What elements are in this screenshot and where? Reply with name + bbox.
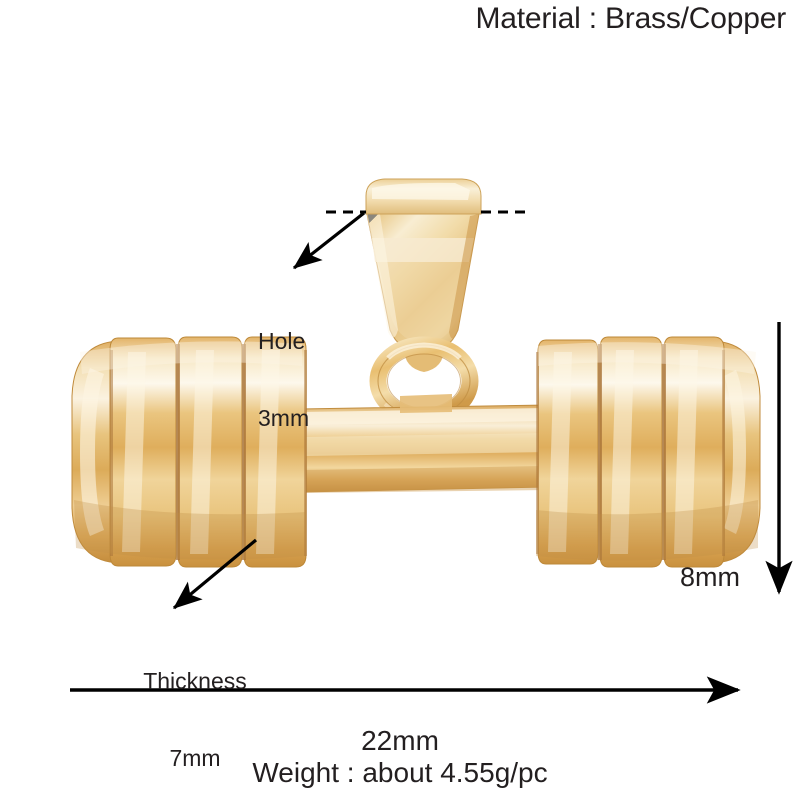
width-dimension-label: 22mm bbox=[361, 725, 439, 756]
thickness-annotation-line1: Thickness bbox=[143, 667, 247, 694]
hole-annotation-line1: Hole bbox=[258, 327, 306, 354]
weight-label: Weight : about 4.55g/pc bbox=[252, 757, 548, 788]
material-label: Material : Brass/Copper bbox=[475, 2, 786, 35]
dumbbell-center-bar bbox=[299, 394, 549, 493]
hole-leader-arrow bbox=[292, 211, 365, 270]
hole-annotation: Hole 3mm bbox=[258, 277, 309, 483]
pendant-bail bbox=[365, 178, 482, 372]
hole-annotation-line2: 3mm bbox=[258, 404, 310, 431]
dumbbell-plate-right bbox=[536, 336, 761, 568]
height-dimension-label: 8mm bbox=[680, 562, 740, 592]
thickness-annotation: Thickness 7mm bbox=[134, 617, 256, 800]
thickness-annotation-line2: 7mm bbox=[169, 744, 221, 771]
dumbbell-plate-left bbox=[71, 336, 307, 568]
thickness-leader-arrow bbox=[172, 538, 258, 610]
